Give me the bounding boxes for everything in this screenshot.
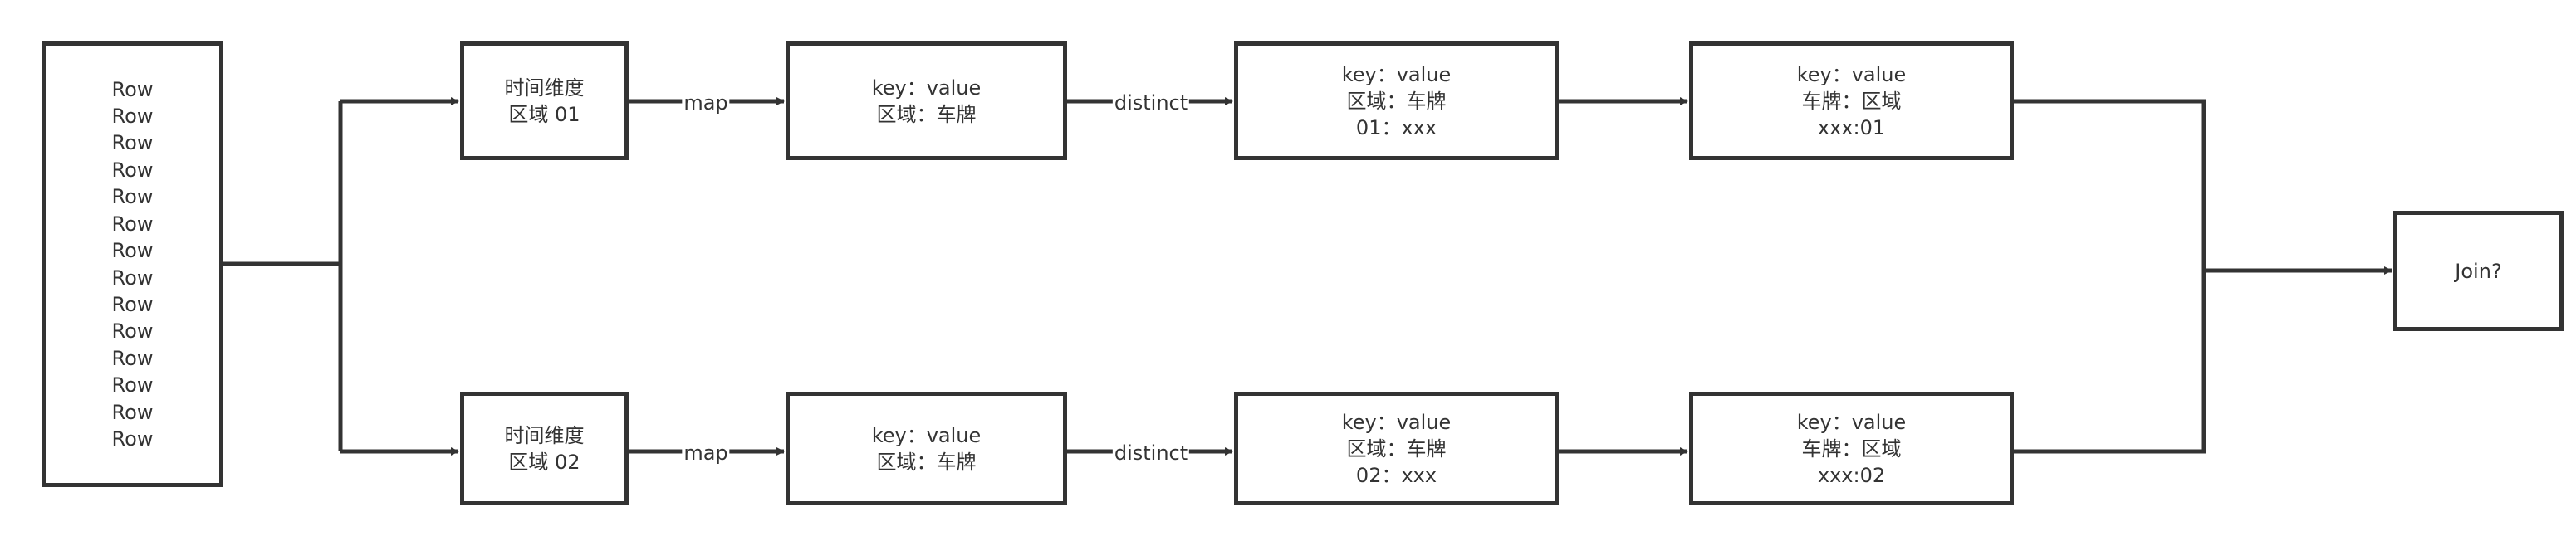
row-item: Row	[111, 346, 154, 370]
swapped-line: 车牌：区域	[1801, 436, 1902, 461]
row-item: Row	[111, 185, 154, 209]
row-item: Row	[111, 373, 154, 397]
split-line: 区域 02	[508, 450, 580, 474]
merge-connector	[2013, 99, 2206, 454]
source-branch-connector	[223, 101, 343, 451]
row-item: Row	[111, 400, 154, 424]
mapped-box-1: key：value 区域：车牌	[786, 41, 1067, 160]
distinct-box-2: key：value 区域：车牌 02：xxx	[1234, 392, 1559, 505]
row-item: Row	[111, 292, 154, 316]
row-item: Row	[111, 239, 154, 263]
distinct-line: key：value	[1341, 410, 1452, 434]
row-item: Row	[111, 266, 154, 290]
swapped-box-2: key：value 车牌：区域 xxx:02	[1689, 392, 2014, 505]
swapped-line: xxx:01	[1817, 115, 1886, 139]
split-line: 时间维度	[504, 76, 585, 100]
join-box: Join?	[2393, 211, 2564, 331]
distinct-box-1: key：value 区域：车牌 01：xxx	[1234, 41, 1559, 160]
swapped-line: key：value	[1796, 410, 1907, 434]
split-box-2: 时间维度 区域 02	[460, 392, 629, 505]
row-item: Row	[111, 319, 154, 344]
join-label: Join?	[2455, 259, 2502, 283]
swapped-line: 车牌：区域	[1801, 89, 1902, 113]
row-item: Row	[111, 105, 154, 129]
distinct-label-2: distinct	[1112, 441, 1190, 465]
distinct-line: 01：xxx	[1355, 115, 1437, 139]
mapped-line: key：value	[871, 423, 982, 447]
row-item: Row	[111, 158, 154, 182]
mapped-line: 区域：车牌	[876, 450, 977, 474]
row-item: Row	[111, 77, 154, 101]
split-box-1: 时间维度 区域 01	[460, 41, 629, 160]
map-label-2: map	[682, 441, 730, 465]
source-rows-box: Row Row Row Row Row Row Row Row Row Row …	[42, 41, 223, 487]
distinct-line: 区域：车牌	[1346, 436, 1447, 461]
swapped-line: key：value	[1796, 62, 1907, 86]
split-line: 时间维度	[504, 423, 585, 447]
swapped-box-1: key：value 车牌：区域 xxx:01	[1689, 41, 2014, 160]
split-line: 区域 01	[508, 102, 580, 126]
map-label-1: map	[682, 91, 730, 115]
distinct-line: 02：xxx	[1355, 463, 1437, 487]
distinct-line: 区域：车牌	[1346, 89, 1447, 113]
mapped-line: key：value	[871, 76, 982, 100]
swapped-line: xxx:02	[1817, 463, 1886, 487]
distinct-line: key：value	[1341, 62, 1452, 86]
row-item: Row	[111, 131, 154, 155]
row-item: Row	[111, 212, 154, 236]
mapped-line: 区域：车牌	[876, 102, 977, 126]
row-item: Row	[111, 427, 154, 451]
mapped-box-2: key：value 区域：车牌	[786, 392, 1067, 505]
distinct-label-1: distinct	[1112, 91, 1190, 115]
